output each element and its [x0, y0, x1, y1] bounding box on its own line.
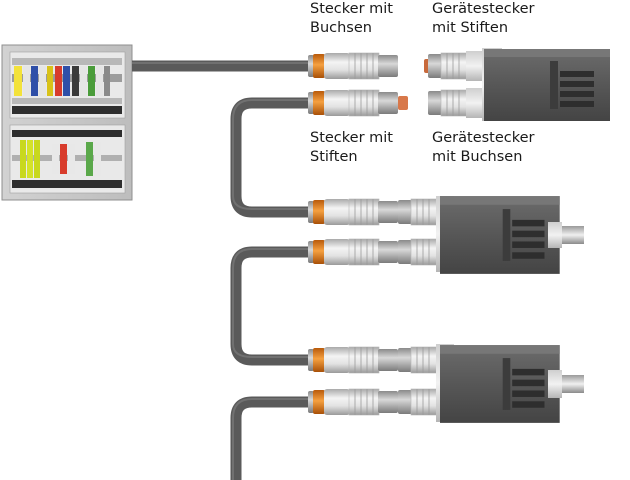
connector-mated-motor-2-in — [307, 198, 399, 226]
plug-with-sockets — [307, 52, 399, 80]
cable-loop-2 — [230, 246, 312, 366]
label-line-2: Stiften — [310, 149, 358, 165]
label-line-1: Gerätestecker — [432, 130, 535, 146]
device-plug-with-sockets — [427, 87, 483, 119]
cables — [132, 60, 312, 480]
label-line-1: Stecker mit — [310, 1, 393, 17]
plug-with-pins — [307, 89, 408, 117]
motor-middle — [436, 196, 584, 274]
connector-mated-motor-3-in — [307, 346, 399, 374]
label-device-plug-with-pins: Gerätestecker mit Stiften — [432, 0, 535, 38]
cable-loop-1 — [230, 97, 312, 218]
connector-mated-motor-3-out — [307, 388, 399, 416]
label-plug-with-pins: Stecker mit Stiften — [310, 129, 393, 167]
motor-top — [482, 48, 610, 121]
label-line-2: mit Buchsen — [432, 149, 523, 165]
label-device-plug-with-sockets: Gerätestecker mit Buchsen — [432, 129, 535, 167]
cable-outgoing — [230, 396, 312, 480]
label-plug-with-sockets: Stecker mit Buchsen — [310, 0, 393, 38]
label-line-1: Gerätestecker — [432, 1, 535, 17]
motor-bottom — [436, 344, 584, 423]
device-plug-with-pins — [424, 50, 483, 82]
label-line-2: mit Stiften — [432, 20, 509, 36]
control-cabinet — [1, 44, 133, 201]
label-line-1: Stecker mit — [310, 130, 393, 146]
label-line-2: Buchsen — [310, 20, 372, 36]
connector-mated-motor-2-out — [307, 238, 399, 266]
